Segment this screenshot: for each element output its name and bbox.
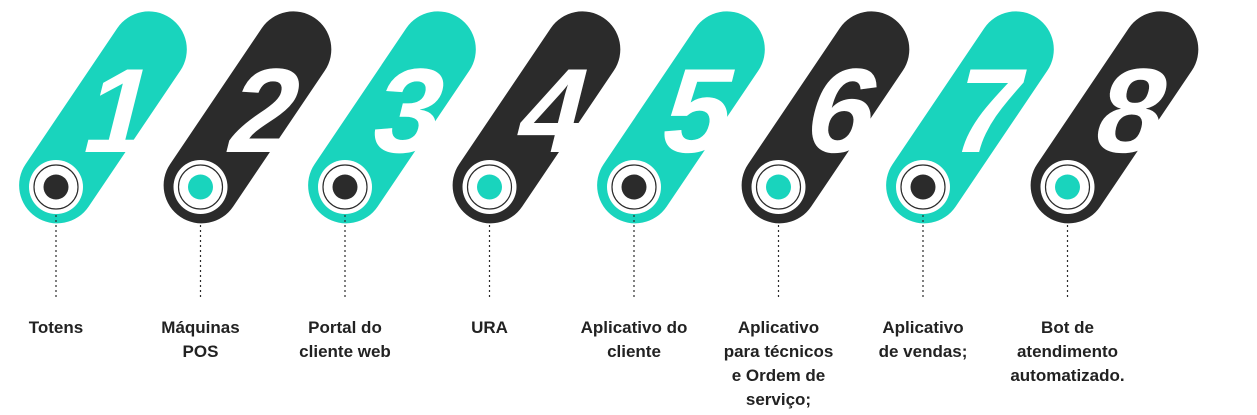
node-dot-7 (910, 174, 936, 200)
node-dot-4 (477, 174, 502, 200)
node-dot-6 (766, 174, 791, 200)
step-label-1: Totens (28, 318, 84, 337)
node-dot-2 (188, 174, 213, 200)
node-dot-5 (621, 174, 647, 200)
node-dot-8 (1055, 174, 1080, 200)
step-label-8: Bot de atendimento automatizado. (1010, 318, 1125, 385)
node-outline-1 (33, 164, 79, 210)
node-outline-6 (755, 164, 802, 210)
node-outline-7 (900, 164, 946, 210)
step-label-6: Aplicativo para técnicos e Ordem de serv… (723, 318, 834, 409)
node-outline-2 (177, 164, 224, 210)
step-label-4: URA (471, 318, 508, 337)
node-dot-3 (332, 174, 358, 200)
node-outline-3 (322, 164, 368, 210)
step-label-5: Aplicativo do cliente (580, 318, 688, 361)
node-outline-5 (611, 164, 657, 210)
node-outline-8 (1044, 164, 1091, 210)
node-outline-4 (466, 164, 513, 210)
step-label-2: Máquinas POS (161, 318, 240, 361)
step-label-7: Aplicativo de vendas; (878, 318, 968, 361)
step-label-3: Portal do cliente web (299, 318, 391, 361)
step-4: 4 (452, 11, 621, 224)
node-dot-1 (43, 174, 69, 200)
